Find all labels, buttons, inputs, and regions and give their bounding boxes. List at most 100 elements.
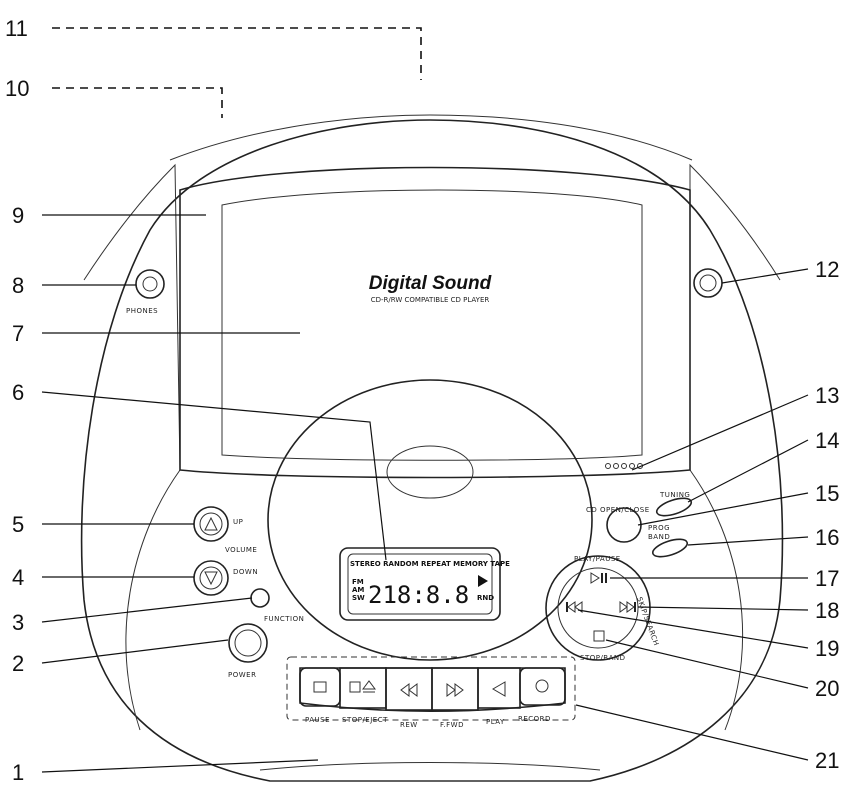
lcd-play-icon [478,575,488,587]
leader-19 [577,609,809,649]
brand-title: Digital Sound [369,273,492,294]
callout-17: 17 [815,566,839,591]
body-outline [80,114,784,782]
leader-1 [41,759,319,773]
led-dot [621,463,627,469]
leader-11 [52,27,422,80]
phones-jack[interactable] [135,269,165,299]
power-label: POWER [228,671,256,679]
pause-key[interactable] [299,667,341,707]
leader-10 [52,87,223,118]
tuning-label: TUNING [659,491,690,499]
stop-eject-key[interactable] [339,667,387,709]
leader-20 [605,639,809,689]
leader-12 [721,268,809,284]
skip-forward-icon-bar [634,602,636,612]
tape-play-label: PLAY [486,718,505,726]
lcd-screen [347,553,493,615]
led-dot [629,463,635,469]
down-label: DOWN [233,568,258,576]
led-dot [613,463,619,469]
handle-top [169,114,693,161]
callout-8: 8 [12,273,24,298]
callout-20: 20 [815,676,839,701]
callout-14: 14 [815,428,839,453]
cd-control-dial-inner [557,567,639,649]
prog-label: PROG [648,524,670,532]
leader-21 [575,704,809,761]
callout-2: 2 [12,651,24,676]
volume-up-ring [199,512,223,536]
inner-shell-right [689,163,781,731]
callout-5: 5 [12,512,24,537]
leader-2 [41,639,229,664]
callout-numbers: 1 2 3 4 5 6 7 8 9 10 11 12 13 14 15 16 1… [5,16,839,785]
callout-1: 1 [12,760,24,785]
power-button-ring [234,629,262,657]
play-pause-label: PLAY/PAUSE [574,555,621,563]
record-key[interactable] [519,667,566,706]
tape-stop-label: STOP/EJECT [342,716,388,724]
band-rocker[interactable] [651,536,690,560]
callout-3: 3 [12,610,24,635]
lcd-rnd: RND [477,594,494,602]
tape-rew-label: REW [400,721,418,729]
power-button[interactable] [228,623,268,663]
lcd-bezel [339,547,501,621]
right-controls: CD OPEN/CLOSE TUNING PROG BAND PLAY/PAUS… [545,268,723,662]
cassette-lid[interactable] [179,166,691,479]
right-jack[interactable] [693,268,723,298]
tape-ff-label: F.FWD [440,721,464,729]
leader-3 [41,597,253,623]
callout-19: 19 [815,636,839,661]
up-label: UP [233,518,243,526]
volume-up-button[interactable] [193,506,229,542]
stop-band-label: STOP/BAND [580,654,626,662]
play-pause-icon-bar [605,573,607,583]
stop-eject-icon-square [349,681,361,693]
phones-jack-hole [142,276,158,292]
rewind-icon [400,683,418,697]
cassette-door: Digital Sound CD-R/RW COMPATIBLE CD PLAY… [179,166,691,479]
callout-9: 9 [12,203,24,228]
stop-eject-icon [349,680,376,693]
cd-lid[interactable] [267,379,593,661]
volume-down-button[interactable] [193,560,229,596]
leader-14 [687,439,809,503]
volume-label: VOLUME [225,546,257,554]
brand-subtitle: CD-R/RW COMPATIBLE CD PLAYER [371,296,490,304]
callout-10: 10 [5,76,29,101]
callout-4: 4 [12,565,24,590]
leader-6 [41,391,387,561]
play-pause-icon[interactable] [590,572,607,584]
lcd-band-fm: FM [352,578,364,586]
callout-16: 16 [815,525,839,550]
callout-13: 13 [815,383,839,408]
function-button[interactable] [250,588,270,608]
callout-6: 6 [12,380,24,405]
cd-lid-area: STEREO RANDOM REPEAT MEMORY TAPE FM AM S… [267,379,593,661]
right-jack-hole [699,274,717,292]
stop-square-icon[interactable] [593,630,605,642]
lcd-indicators: STEREO RANDOM REPEAT MEMORY TAPE [350,560,510,568]
skip-back-icon-bar [566,602,568,612]
up-triangle-icon [204,516,218,531]
callout-15: 15 [815,481,839,506]
down-triangle-icon [204,571,218,586]
tape-record-label: RECORD [518,715,551,723]
lcd-band-am: AM [352,586,364,594]
volume-down-ring [199,566,223,590]
play-pause-icon-tri [590,572,600,584]
callout-18: 18 [815,598,839,623]
play-key[interactable] [477,667,521,709]
leader-15 [637,492,809,526]
callout-7: 7 [12,321,24,346]
tuning-rocker[interactable] [655,495,694,519]
function-label: FUNCTION [264,615,304,623]
skip-forward-icon[interactable] [619,601,636,613]
record-circle-icon [535,679,549,693]
pause-icon [313,681,327,693]
leader-13 [631,394,809,471]
stop-eject-icon-eject [362,680,376,693]
fast-forward-icon [446,683,464,697]
